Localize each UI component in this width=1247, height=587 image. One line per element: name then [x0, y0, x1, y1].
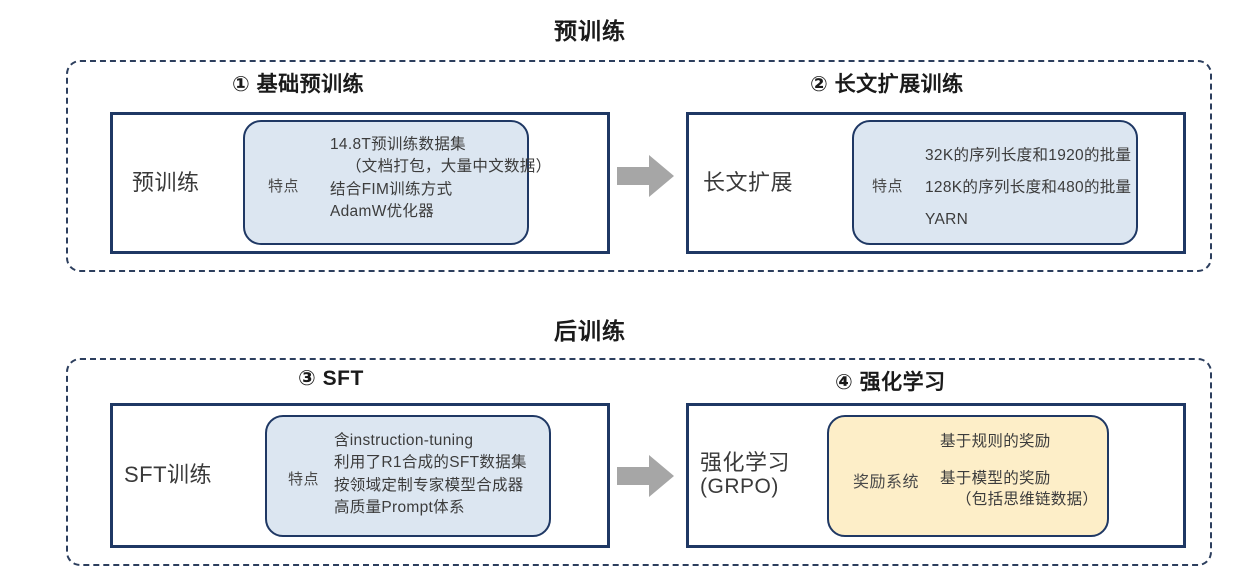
card-line-spacer [940, 453, 1098, 469]
flow-arrow-icon [617, 452, 675, 505]
card-tag-rl: 奖励系统 [853, 474, 920, 491]
card-line: 含instruction-tuning [334, 432, 474, 449]
card-line: 高质量Prompt体系 [334, 499, 465, 517]
stage-label-rl: 强化学习 (GRPO) [700, 450, 790, 499]
panel-heading-3: ③ SFT [298, 367, 364, 390]
panel-heading-1: ① 基础预训练 [232, 73, 365, 96]
card-line: （文档打包，大量中文数据） [346, 158, 552, 176]
detail-card-pretraining [243, 120, 529, 245]
card-line: AdamW优化器 [330, 203, 435, 221]
detail-card-rl [827, 415, 1109, 537]
card-lines-pretraining: 14.8T预训练数据集 （文档打包，大量中文数据） 结合FIM训练方式 Adam… [330, 134, 551, 224]
flow-arrow-icon [617, 152, 675, 205]
section-group-pretraining [66, 60, 1212, 272]
section-group-posttraining [66, 358, 1212, 566]
card-line: 按领域定制专家模型合成器 [334, 476, 524, 494]
stage-label-rl-sub: (GRPO) [700, 475, 779, 499]
card-line: （包括思维链数据） [956, 490, 1099, 508]
card-line: 利用了R1合成的SFT数据集 [334, 454, 527, 472]
card-lines-longcontext: 32K的序列长度和1920的批量 128K的序列长度和480的批量 YARN [925, 140, 1131, 235]
card-line: 128K的序列长度和480的批量 [925, 178, 1132, 196]
section-title-posttraining: 后训练 [554, 318, 626, 344]
panel-heading-2: ② 长文扩展训练 [810, 73, 964, 96]
detail-card-sft [265, 415, 551, 537]
card-tag-pretraining: 特点 [268, 178, 300, 195]
card-line: YARN [925, 210, 969, 228]
stage-label-rl-main: 强化学习 [700, 450, 791, 475]
stage-label-pretraining: 预训练 [132, 170, 200, 195]
card-line: 结合FIM训练方式 [330, 180, 453, 198]
card-line: 14.8T预训练数据集 [330, 136, 466, 153]
card-lines-rl: 基于规则的奖励 基于模型的奖励 （包括思维链数据） [940, 432, 1098, 511]
card-line: 基于模型的奖励 [940, 469, 1051, 487]
section-title-pretraining: 预训练 [554, 18, 626, 44]
card-line: 基于规则的奖励 [940, 433, 1051, 450]
card-line: 32K的序列长度和1920的批量 [925, 147, 1132, 164]
detail-card-longcontext [852, 120, 1138, 245]
panel-heading-4: ④ 强化学习 [835, 371, 946, 394]
stage-label-longcontext: 长文扩展 [703, 170, 794, 195]
card-tag-sft: 特点 [288, 471, 320, 488]
card-tag-longcontext: 特点 [872, 178, 904, 195]
stage-label-sft: SFT训练 [124, 462, 213, 487]
card-lines-sft: 含instruction-tuning 利用了R1合成的SFT数据集 按领域定制… [334, 430, 527, 520]
